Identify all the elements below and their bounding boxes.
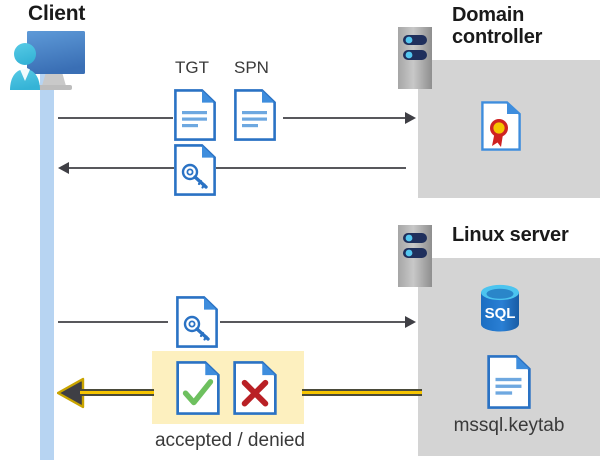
verdict-label: accepted / denied: [154, 430, 305, 451]
client-workstation-icon: [8, 28, 100, 100]
message-present-ticket-arrowhead: [405, 316, 416, 328]
verdict-line-right: [302, 389, 422, 396]
message-request-ticket-arrowhead: [405, 112, 416, 124]
client-lifeline: [40, 70, 54, 460]
document-denied-icon: [233, 361, 277, 420]
message-issue-ticket-line-right: [216, 167, 406, 169]
spn-label: SPN: [234, 58, 269, 77]
verdict-line-left: [80, 389, 154, 396]
message-request-ticket-line-right: [283, 117, 405, 119]
presented-ticket-key-document-icon: [176, 296, 218, 353]
domain-controller-server-icon: [398, 27, 432, 94]
sql-database-icon: SQL: [477, 283, 523, 333]
certificate-icon: [481, 101, 521, 156]
linux-server-title: Linux server: [452, 224, 569, 246]
client-title: Client: [28, 2, 86, 25]
keytab-label: mssql.keytab: [453, 415, 565, 436]
tgt-label: TGT: [175, 58, 209, 77]
linux-server-server-icon: [398, 225, 432, 292]
message-request-ticket-line-left: [58, 117, 173, 119]
document-accepted-icon: [176, 361, 220, 420]
message-present-ticket-line-left: [58, 321, 168, 323]
keytab-document-icon: [487, 355, 531, 414]
verdict-highlight-box: [152, 351, 304, 424]
message-issue-ticket-arrowhead: [58, 162, 69, 174]
spn-document-icon: [234, 89, 276, 146]
domain-controller-title: Domain controller: [452, 4, 543, 49]
message-issue-ticket-line-left: [69, 167, 174, 169]
tgt-document-icon: [174, 89, 216, 146]
svg-text:SQL: SQL: [485, 305, 516, 322]
message-present-ticket-line-right: [220, 321, 406, 323]
service-ticket-key-document-icon: [174, 144, 216, 201]
